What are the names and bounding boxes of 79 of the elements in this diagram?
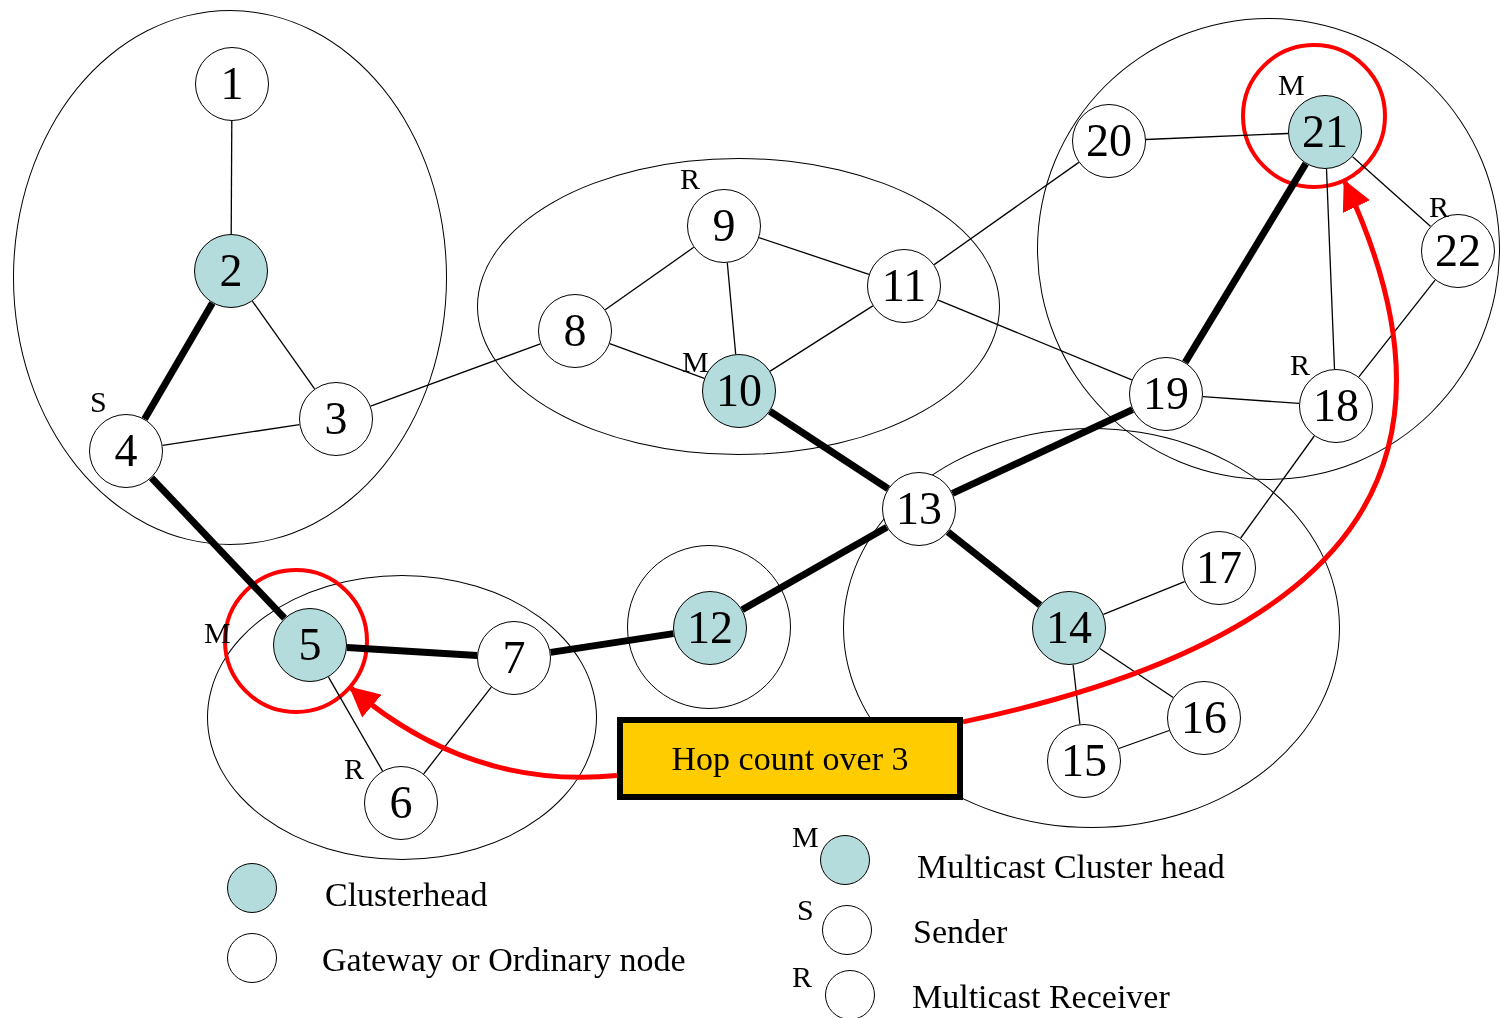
link-line: [327, 676, 384, 772]
arrow: [349, 686, 618, 780]
node-label: 6: [388, 780, 414, 826]
callout-box: [617, 717, 963, 800]
link-line: [951, 406, 1134, 497]
network-node: [1129, 357, 1203, 431]
callout-text: Hop count over 3: [671, 739, 909, 778]
role-letter: R: [680, 164, 700, 194]
node-label: 9: [711, 203, 737, 249]
link-line: [1099, 647, 1174, 699]
node-label: 17: [1195, 545, 1243, 591]
node-label: 14: [1045, 605, 1093, 651]
node-label: 8: [562, 308, 588, 354]
link-line: [370, 343, 541, 407]
role-letter: S: [797, 895, 814, 925]
role-letter: M: [682, 347, 709, 377]
link-line: [769, 305, 874, 372]
node-label: 21: [1301, 109, 1349, 155]
legend-label: Clusterhead: [325, 878, 488, 912]
link-line: [937, 299, 1133, 381]
link-line: [740, 524, 889, 613]
node-label: 22: [1434, 228, 1482, 274]
link-line: [1118, 729, 1170, 750]
node-label: 10: [715, 368, 763, 414]
cluster-ellipse: [477, 158, 1000, 455]
link-line: [1072, 664, 1081, 725]
role-letter: R: [1429, 192, 1449, 222]
link-line: [726, 262, 737, 355]
node-label: 3: [323, 396, 349, 442]
link-line: [933, 161, 1080, 266]
arrow: [962, 179, 1400, 725]
node-label: 13: [895, 486, 943, 532]
legend-label: Multicast Cluster head: [917, 850, 1225, 884]
node-label: 19: [1142, 371, 1190, 417]
link-line: [768, 408, 890, 492]
node-label: 18: [1312, 383, 1360, 429]
link-line: [251, 300, 316, 390]
link-line: [758, 237, 870, 275]
link-line: [141, 301, 216, 421]
link-line: [1325, 168, 1336, 370]
link-line: [1351, 156, 1432, 227]
link-line: [1240, 435, 1315, 539]
node-label: 20: [1085, 118, 1133, 164]
link-line: [1202, 395, 1300, 405]
network-node: [477, 621, 551, 695]
role-letter: M: [1278, 70, 1305, 100]
role-letter: R: [792, 962, 812, 992]
link-line: [161, 423, 301, 447]
legend-label: Sender: [913, 915, 1008, 949]
legend-label: Multicast Receiver: [912, 980, 1170, 1014]
node-label: 11: [880, 263, 928, 309]
link-line: [1145, 132, 1289, 141]
role-letter: R: [1290, 350, 1310, 380]
link-line: [550, 630, 674, 656]
legend-label: Gateway or Ordinary node: [322, 943, 686, 977]
link-line: [609, 343, 705, 379]
role-letter: R: [344, 754, 364, 784]
link-line: [604, 246, 695, 311]
node-label: 16: [1180, 695, 1228, 741]
node-label: 2: [218, 248, 244, 294]
link-line: [945, 529, 1043, 608]
node-label: 7: [501, 635, 527, 681]
node-label: 4: [113, 428, 139, 474]
link-line: [148, 475, 288, 621]
link-line: [1182, 161, 1309, 365]
link-line: [346, 643, 478, 660]
node-label: 15: [1060, 738, 1108, 784]
network-node: [882, 472, 956, 546]
role-letter: M: [792, 822, 819, 852]
link-line: [1358, 279, 1436, 378]
link-line: [230, 120, 233, 235]
cluster-ellipse: [13, 10, 447, 545]
node-label: 5: [297, 622, 323, 668]
highlight-ring: [1241, 43, 1387, 189]
node-label: 1: [219, 61, 245, 107]
node-label: 12: [686, 605, 734, 651]
link-line: [423, 686, 492, 775]
link-line: [1102, 581, 1186, 615]
role-letter: S: [90, 387, 107, 417]
